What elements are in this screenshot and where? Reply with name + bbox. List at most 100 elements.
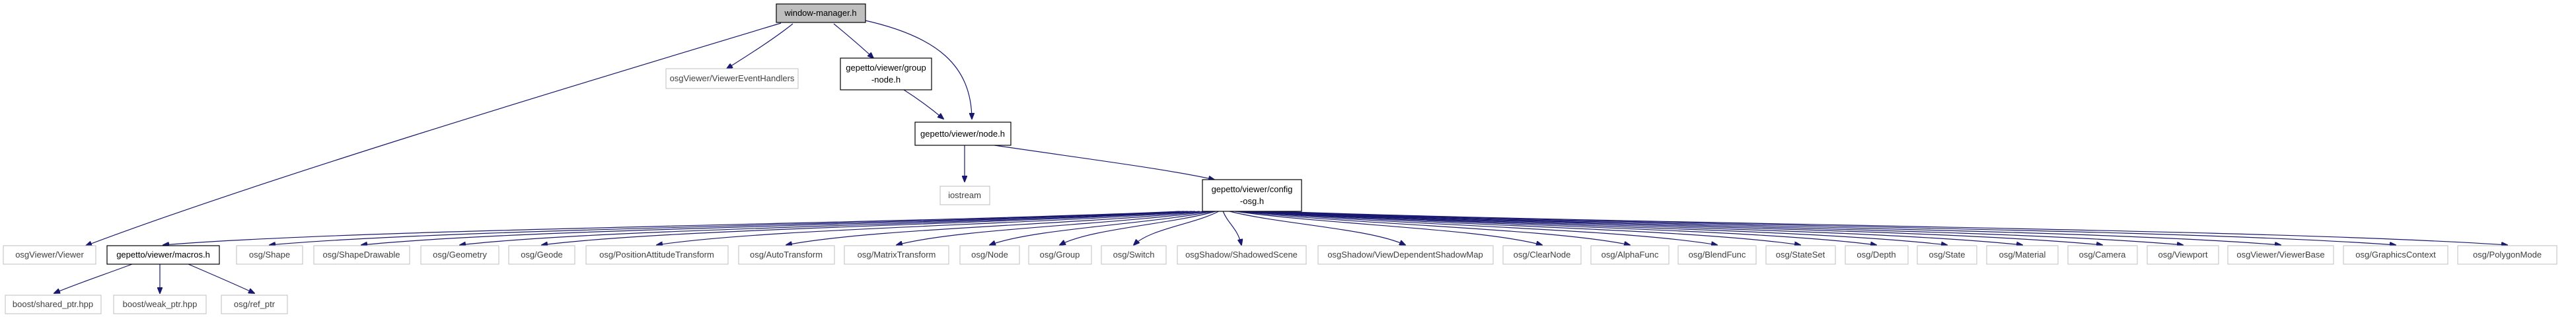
edge-config-shape-drawable [361, 211, 1188, 245]
svg-text:osg/ref_ptr: osg/ref_ptr [234, 299, 276, 309]
edge-config-shadowed-scene [1222, 211, 1241, 245]
svg-text:osg/GraphicsContext: osg/GraphicsContext [2355, 250, 2436, 260]
edge-macros-sharedptr [54, 264, 133, 293]
node-osg-material[interactable]: osg/Material [1986, 245, 2059, 265]
edge-config-clear-node [1235, 211, 1542, 245]
edge-nodeh-config [994, 145, 1214, 180]
node-osg-camera[interactable]: osg/Camera [2067, 245, 2138, 265]
svg-text:osgViewer/ViewerBase: osgViewer/ViewerBase [2236, 250, 2324, 260]
node-osg-switch[interactable]: osg/Switch [1101, 245, 1167, 265]
edge-config-material [1254, 211, 2022, 245]
svg-text:osg/Group: osg/Group [1040, 250, 1080, 260]
svg-text:gepetto/viewer/node.h: gepetto/viewer/node.h [920, 129, 1005, 139]
svg-text:osgViewer/ViewerEventHandlers: osgViewer/ViewerEventHandlers [670, 73, 795, 83]
edge-config-state [1251, 211, 1947, 245]
edge-config-geometry [460, 211, 1192, 245]
edge-config-camera [1257, 211, 2102, 245]
node-osg-polygonmode[interactable]: osg/PolygonMode [2457, 245, 2558, 265]
edge-root-viewer [86, 22, 782, 246]
node-osgshadow-shadowedscene[interactable]: osgShadow/ShadowedScene [1177, 245, 1307, 265]
node-window-manager-h[interactable]: window-manager.h [776, 3, 866, 23]
svg-text:osg/Node: osg/Node [971, 250, 1008, 260]
node-boost-weak-ptr[interactable]: boost/weak_ptr.hpp [113, 295, 207, 314]
edge-root-viewereventhandlers [727, 23, 793, 69]
edge-config-alpha-func [1238, 211, 1630, 245]
edge-config-state-set [1245, 211, 1800, 245]
node-osg-group[interactable]: osg/Group [1028, 245, 1092, 265]
node-osg-state[interactable]: osg/State [1917, 245, 1977, 265]
node-osg-depth[interactable]: osg/Depth [1845, 245, 1909, 265]
svg-text:osg/Geometry: osg/Geometry [433, 250, 487, 260]
node-osgshadow-viewdependentshadowmap[interactable]: osgShadow/ViewDependentShadowMap [1317, 245, 1494, 265]
edge-config-polygon-mode [1273, 211, 2507, 245]
edge-root-nodeh [862, 19, 972, 119]
node-osg-ref-ptr[interactable]: osg/ref_ptr [221, 295, 288, 314]
svg-text:osg/ShapeDrawable: osg/ShapeDrawable [322, 250, 400, 260]
svg-text:osg/Viewport: osg/Viewport [2158, 250, 2208, 260]
edge-macros-refptr [188, 264, 254, 293]
node-boost-shared-ptr[interactable]: boost/shared_ptr.hpp [5, 295, 102, 314]
svg-text:osg/Depth: osg/Depth [1857, 250, 1895, 260]
node-osg-alphafunc[interactable]: osg/AlphaFunc [1590, 245, 1670, 265]
node-osg-shapedrawable[interactable]: osg/ShapeDrawable [313, 245, 410, 265]
node-osg-geode[interactable]: osg/Geode [508, 245, 575, 265]
svg-text:osg/State: osg/State [1929, 250, 1966, 260]
svg-text:osg/Material: osg/Material [1999, 250, 2046, 260]
edge-config-blend-func [1241, 211, 1717, 245]
node-osg-stateset[interactable]: osg/StateSet [1765, 245, 1836, 265]
svg-text:osg/Geode: osg/Geode [521, 250, 563, 260]
svg-text:osg/Switch: osg/Switch [1113, 250, 1155, 260]
svg-text:osgShadow/ViewDependentShadowM: osgShadow/ViewDependentShadowMap [1327, 250, 1483, 260]
node-osg-viewport[interactable]: osg/Viewport [2147, 245, 2219, 265]
node-node-h[interactable]: gepetto/viewer/node.h [914, 122, 1012, 146]
edge-config-graphics-context [1269, 211, 2396, 245]
node-osg-graphicscontext[interactable]: osg/GraphicsContext [2343, 245, 2448, 265]
nodes: window-manager.h osgViewer/ViewerEventHa… [3, 3, 2558, 314]
config-edges [163, 211, 2507, 245]
edge-config-node [990, 211, 1214, 245]
node-osg-node[interactable]: osg/Node [959, 245, 1020, 265]
svg-text:gepetto/viewer/group: gepetto/viewer/group [846, 63, 926, 73]
edge-config-geode [542, 211, 1195, 245]
edge-config-shape [270, 211, 1185, 245]
node-osg-shape[interactable]: osg/Shape [236, 245, 303, 265]
svg-text:-osg.h: -osg.h [1240, 196, 1264, 206]
node-macros-h[interactable]: gepetto/viewer/macros.h [106, 245, 220, 265]
node-osgviewer-viewer[interactable]: osgViewer/Viewer [3, 245, 96, 265]
node-osg-geometry[interactable]: osg/Geometry [420, 245, 499, 265]
svg-text:boost/shared_ptr.hpp: boost/shared_ptr.hpp [13, 299, 93, 309]
node-osg-blendfunc[interactable]: osg/BlendFunc [1677, 245, 1757, 265]
svg-text:osg/PositionAttitudeTransform: osg/PositionAttitudeTransform [599, 250, 714, 260]
svg-text:osg/BlendFunc: osg/BlendFunc [1689, 250, 1746, 260]
svg-text:osg/Shape: osg/Shape [249, 250, 290, 260]
svg-text:window-manager.h: window-manager.h [784, 8, 856, 18]
svg-text:gepetto/viewer/macros.h: gepetto/viewer/macros.h [116, 250, 210, 260]
node-osg-autotransform[interactable]: osg/AutoTransform [738, 245, 835, 265]
svg-text:osgViewer/Viewer: osgViewer/Viewer [15, 250, 84, 260]
node-osg-matrixtransform[interactable]: osg/MatrixTransform [844, 245, 949, 265]
svg-text:boost/weak_ptr.hpp: boost/weak_ptr.hpp [123, 299, 198, 309]
edges [54, 19, 2507, 293]
edge-config-depth [1248, 211, 1876, 245]
svg-text:osg/AutoTransform: osg/AutoTransform [750, 250, 823, 260]
node-iostream[interactable]: iostream [939, 186, 990, 205]
edge-config-vdsm [1229, 211, 1405, 245]
edge-config-viewport [1261, 211, 2183, 245]
edge-config-pat [657, 211, 1200, 245]
svg-text:osgShadow/ShadowedScene: osgShadow/ShadowedScene [1185, 250, 1298, 260]
node-config-osg-h[interactable]: gepetto/viewer/config -osg.h [1202, 179, 1302, 212]
node-viewer-event-handlers[interactable]: osgViewer/ViewerEventHandlers [665, 68, 799, 89]
edge-config-group [1060, 211, 1216, 245]
edge-config-auto-transform [786, 211, 1205, 245]
svg-text:-node.h: -node.h [871, 75, 901, 85]
svg-text:osg/MatrixTransform: osg/MatrixTransform [858, 250, 936, 260]
svg-text:osg/PolygonMode: osg/PolygonMode [2473, 250, 2542, 260]
node-group-node-h[interactable]: gepetto/viewer/group -node.h [840, 57, 932, 90]
node-osg-clearnode[interactable]: osg/ClearNode [1502, 245, 1582, 265]
svg-text:iostream: iostream [948, 190, 981, 200]
edge-config-viewer-base [1265, 211, 2281, 245]
svg-text:osg/ClearNode: osg/ClearNode [1514, 250, 1571, 260]
node-osgviewer-viewerbase[interactable]: osgViewer/ViewerBase [2227, 245, 2334, 265]
node-osg-positionattitudetransform[interactable]: osg/PositionAttitudeTransform [585, 245, 729, 265]
